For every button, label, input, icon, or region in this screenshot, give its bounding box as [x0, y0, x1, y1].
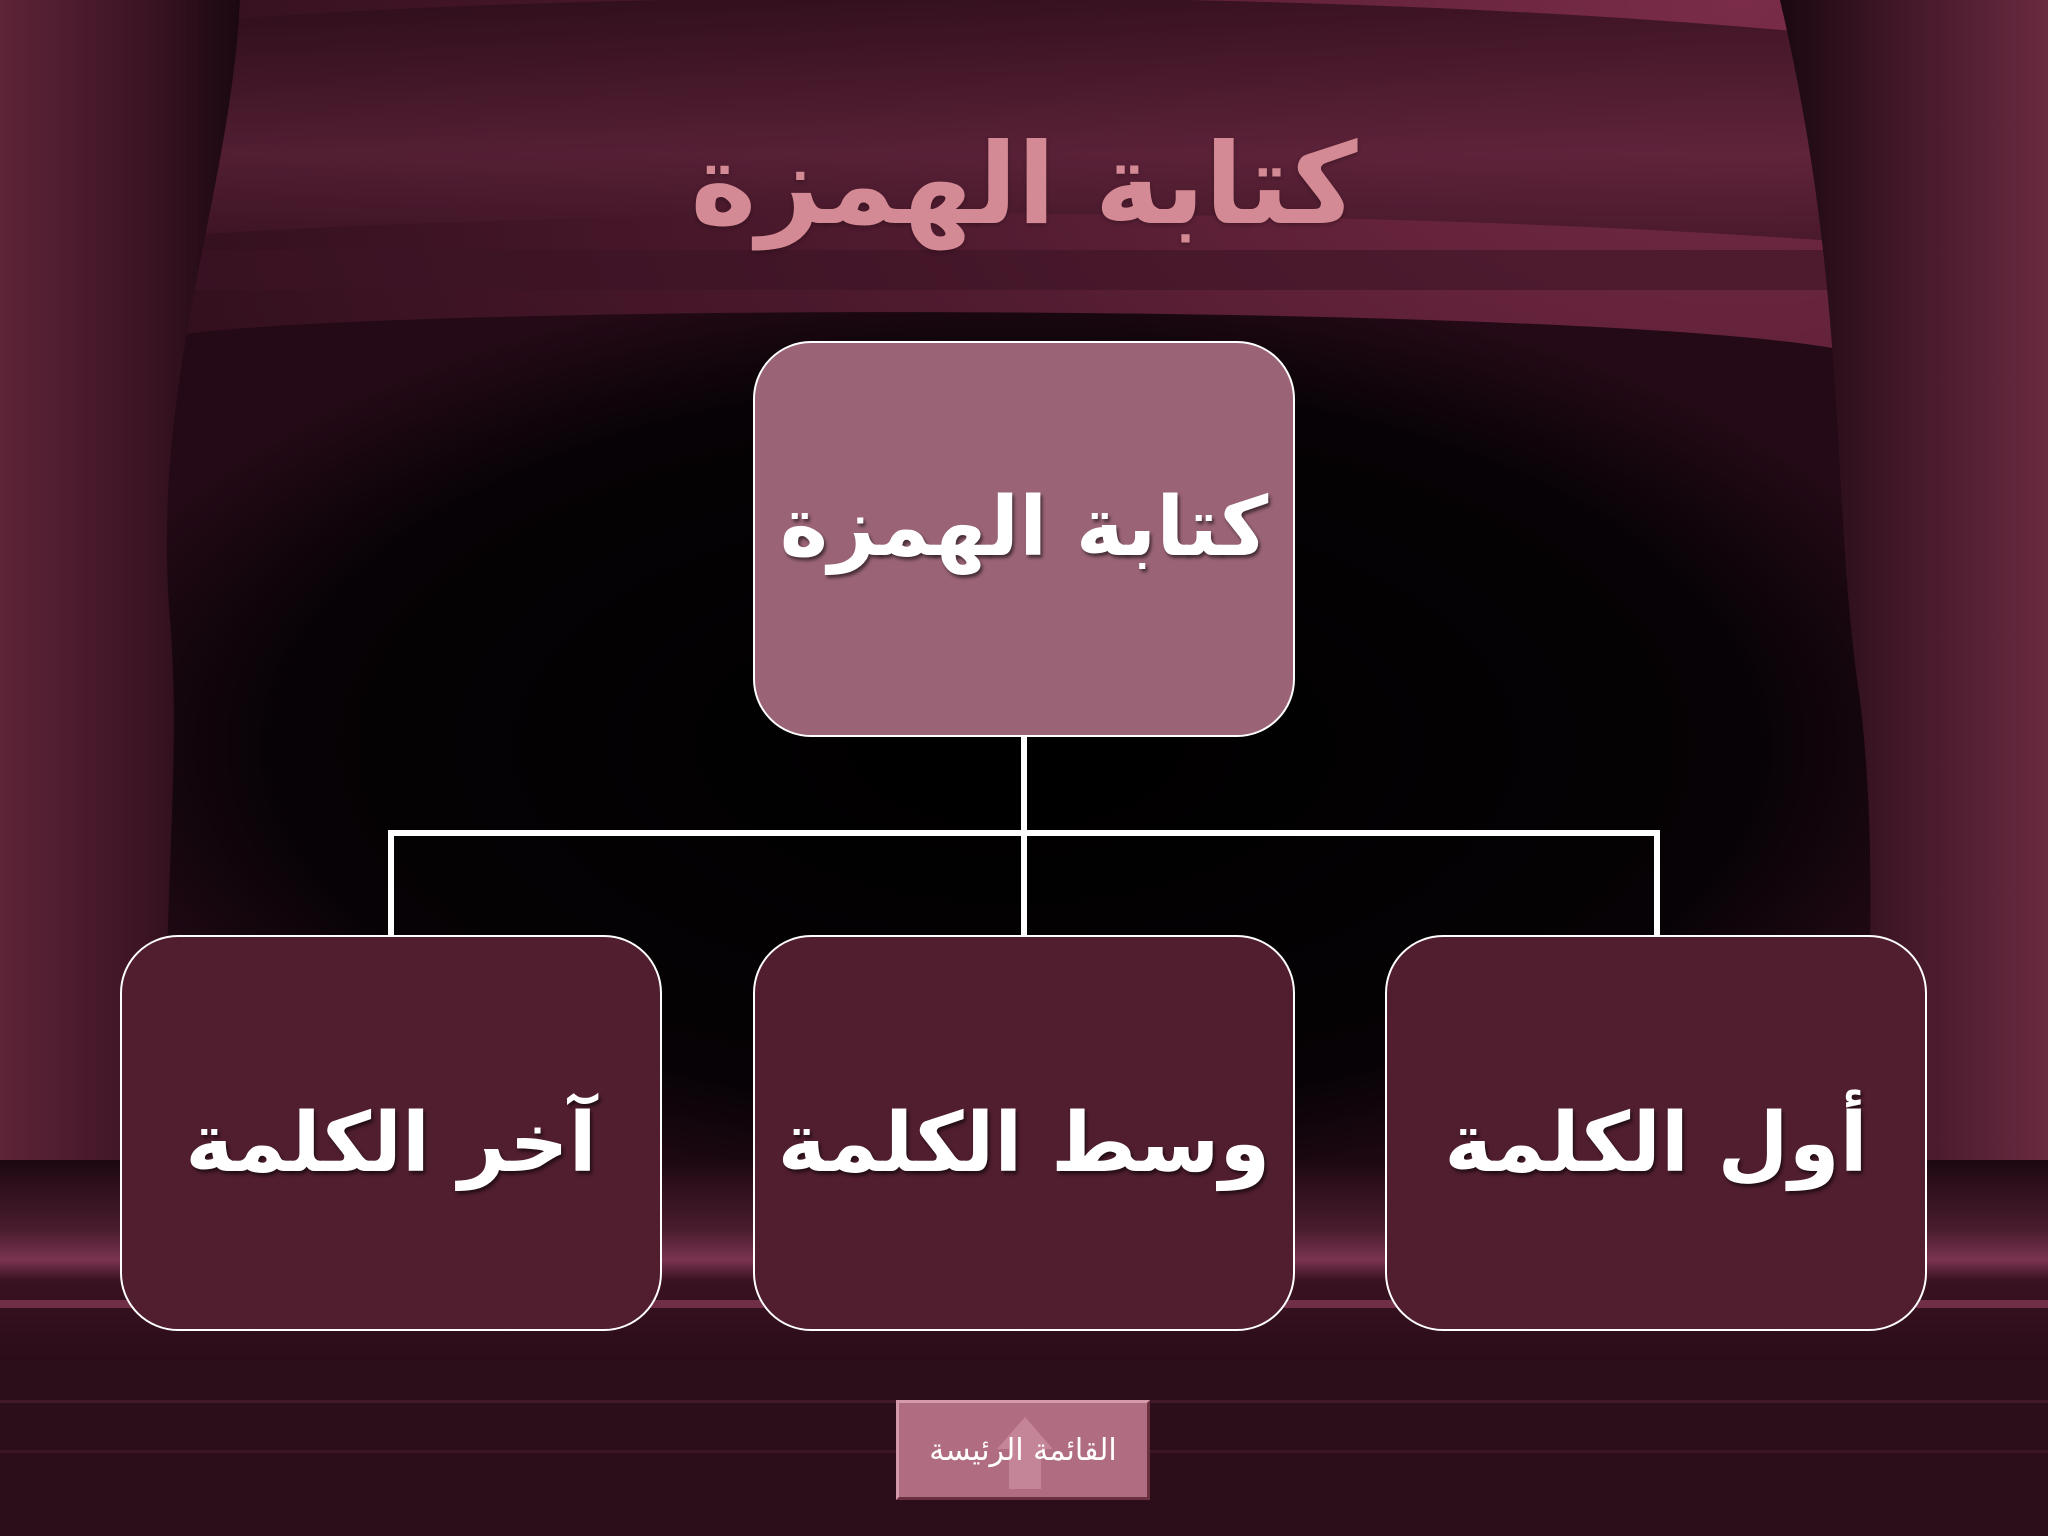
home-button-label: القائمة الرئيسة	[929, 1432, 1117, 1468]
root-node-label: كتابة الهمزة	[779, 479, 1269, 575]
diagram-node-word-middle: وسط الكلمة	[753, 935, 1295, 1331]
node-label-word-middle: وسط الكلمة	[777, 1095, 1271, 1191]
diagram-node-word-end: آخر الكلمة	[120, 935, 662, 1331]
slide-title: كتابة الهمزة	[690, 120, 1358, 250]
diagram-node-word-start: أول الكلمة	[1385, 935, 1927, 1331]
node-label-word-start: أول الكلمة	[1444, 1095, 1868, 1191]
home-menu-button[interactable]: القائمة الرئيسة	[896, 1400, 1150, 1500]
node-label-word-end: آخر الكلمة	[185, 1095, 597, 1191]
home-icon	[997, 1417, 1053, 1489]
diagram-root-node: كتابة الهمزة	[753, 341, 1295, 737]
